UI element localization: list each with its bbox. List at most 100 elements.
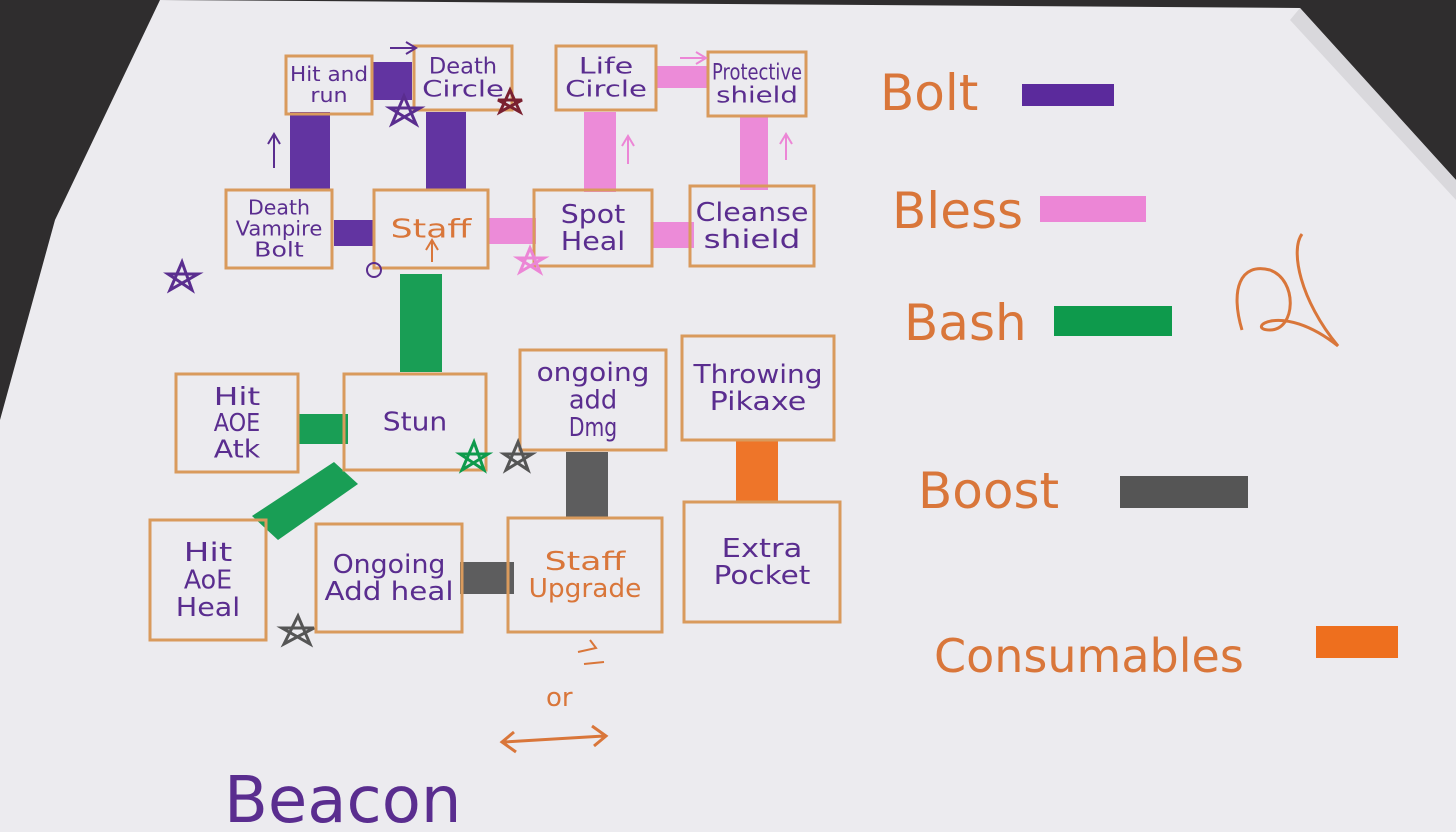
node-label: Pikaxe (710, 387, 807, 417)
legend-swatch (1022, 84, 1114, 106)
legend-label: Bolt (880, 64, 978, 122)
node-label: Add heal (325, 577, 454, 607)
arrow-marks (267, 41, 793, 754)
node-label: shield (704, 225, 801, 255)
node-label: Circle (422, 78, 504, 103)
arrow-up-icon (267, 132, 281, 168)
star-icon (496, 86, 524, 116)
node-box (342, 372, 488, 472)
arrow-bidirectional-icon (499, 724, 609, 754)
node-box (284, 54, 374, 116)
node-label: Dmg (569, 413, 617, 443)
legend-label: Bless (892, 182, 1023, 240)
legend-swatch (1316, 626, 1398, 658)
connector-bolt (372, 62, 412, 100)
node-box (372, 188, 490, 270)
node-label: Circle (565, 78, 647, 103)
node-box (518, 348, 668, 452)
arrow-right-icon (577, 639, 605, 665)
legend-item-boost: Boost (918, 462, 1248, 520)
legend-swatch (1040, 196, 1146, 222)
node-box (412, 44, 514, 112)
star-icon (163, 257, 204, 294)
node-label: Pocket (714, 561, 811, 591)
node-box (532, 188, 654, 268)
arrow-up-icon (425, 238, 439, 262)
node-label: Heal (176, 593, 240, 623)
connector-consumables (736, 440, 778, 502)
connector-bash (252, 462, 358, 540)
circle-mark (366, 262, 382, 278)
node-box (506, 516, 664, 634)
arrow-right-icon (680, 51, 708, 65)
connector-bless (656, 66, 708, 88)
node-label: Stun (383, 407, 447, 437)
node-label: Hit (214, 382, 261, 411)
arrow-up-icon (621, 134, 635, 164)
node-box (680, 334, 836, 442)
node-label: Cleanse (696, 198, 809, 228)
node-label: AoE (184, 565, 232, 595)
signature-text: Beacon (224, 764, 461, 832)
connector-bless (652, 222, 694, 248)
node-label: Atk (214, 434, 261, 463)
node-box (314, 522, 464, 634)
doodle-mark (1235, 233, 1340, 348)
node-label: Staff (545, 547, 627, 577)
node-box (706, 50, 808, 118)
star-icon (384, 92, 426, 128)
legend-label: Consumables (934, 629, 1244, 683)
node-box (554, 44, 658, 112)
node-label: ongoing (537, 358, 650, 388)
node-label: Death (429, 55, 497, 80)
node-stun: Stun (342, 372, 488, 472)
node-label: Vampire (236, 217, 323, 241)
legend-item-consumables: Consumables (934, 626, 1398, 683)
connector-bash (298, 414, 348, 444)
node-box (174, 372, 300, 474)
node-label: Extra (722, 534, 803, 564)
connector-bolt (290, 112, 330, 190)
node-label: AOE (214, 408, 261, 437)
arrow-up-icon (779, 132, 793, 160)
node-box (688, 184, 816, 268)
node-label: Bolt (254, 238, 304, 262)
connector-bless (740, 116, 768, 190)
node-label: Hit (184, 538, 232, 568)
or-label: or (546, 683, 573, 713)
node-label: Heal (561, 227, 625, 257)
legend-label: Bash (904, 294, 1027, 352)
legend-item-bash: Bash (904, 294, 1172, 352)
star-marks (163, 86, 550, 648)
connectors (252, 62, 778, 594)
node-label: Hit and (290, 62, 368, 86)
node-label: Life (579, 55, 634, 80)
connector-bash (400, 274, 442, 372)
node-box (224, 188, 334, 270)
node-label: shield (716, 84, 798, 109)
connector-bless (488, 218, 536, 244)
node-label: Throwing (692, 360, 822, 390)
star-icon (512, 244, 550, 276)
node-label: Spot (561, 200, 625, 230)
node-label: Protective (712, 61, 802, 86)
node-label: Upgrade (529, 574, 642, 604)
connector-bolt (334, 220, 374, 246)
star-icon (499, 437, 538, 474)
node-box (148, 518, 268, 642)
